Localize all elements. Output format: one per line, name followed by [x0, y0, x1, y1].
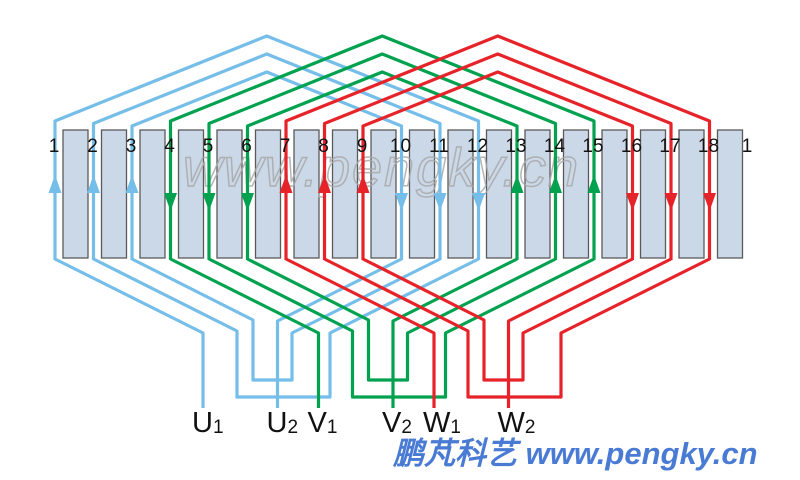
stator-tooth-bar: [524, 129, 551, 259]
stator-slot-bars: [62, 129, 744, 259]
current-arrow-down-icon: [164, 193, 177, 211]
slot-number: 3: [126, 136, 137, 157]
terminal-lead-w2: [506, 257, 634, 408]
terminal-label-u2: U2: [267, 407, 299, 439]
stator-tooth-bar: [100, 129, 128, 259]
slot-number: 7: [280, 136, 291, 157]
slot-number: 18: [698, 136, 719, 157]
coil-bottom-connection-outer: [92, 257, 480, 399]
coil-bottom-connection-outer: [208, 257, 595, 399]
slot-number: 1: [49, 136, 60, 157]
slot-number: 5: [203, 136, 214, 157]
stator-tooth-bar: [408, 129, 436, 259]
terminal-lead-v2: [391, 257, 518, 408]
stator-tooth-bar: [216, 129, 243, 259]
terminal-lead-u1: [54, 257, 205, 408]
terminal-label-v2: V2: [382, 407, 412, 439]
current-arrow-up-icon: [587, 175, 601, 193]
coil-bottom-connection-outer: [323, 257, 711, 399]
slot-number: 15: [582, 136, 603, 157]
stator-tooth-bar: [293, 129, 320, 259]
current-arrow-up-icon: [87, 175, 100, 193]
current-arrow-down-icon: [241, 193, 254, 211]
current-arrow-up-icon: [549, 175, 562, 193]
current-arrow-up-icon: [48, 175, 62, 193]
slot-number: 6: [241, 136, 252, 157]
slot-number: 10: [390, 136, 411, 157]
terminal-label-w1: W1: [423, 407, 461, 439]
phase-u-winding: [53, 34, 481, 408]
terminal-lead-v1: [169, 257, 321, 408]
stator-tooth-bar: [485, 129, 513, 259]
current-arrow-up-icon: [125, 175, 139, 193]
current-arrows: [48, 175, 716, 211]
stator-tooth-bar: [139, 129, 166, 259]
coil-top-span: [130, 70, 404, 260]
phase-w-winding: [284, 34, 712, 408]
stator-tooth-bar: [678, 129, 705, 259]
slot-number: 4: [164, 136, 175, 157]
current-arrow-up-icon: [356, 175, 370, 193]
current-arrow-up-icon: [318, 175, 331, 193]
current-arrow-down-icon: [433, 193, 447, 211]
terminal-lead-u2: [275, 257, 403, 408]
current-arrow-down-icon: [703, 193, 716, 211]
current-arrow-down-icon: [626, 193, 639, 211]
terminal-labels: U1 U2 V1 V2 W1 W2: [192, 407, 535, 439]
coil-top-span: [207, 52, 558, 260]
watermark-bottom-text: 鹏芃科艺 www.pengky.cn: [392, 436, 758, 471]
current-arrow-down-icon: [472, 193, 485, 211]
stator-tooth-bar: [716, 129, 744, 259]
coil-bottom-connection-inner: [131, 257, 441, 382]
terminal-label-w2: W2: [498, 407, 536, 439]
current-arrow-down-icon: [202, 193, 216, 211]
stator-tooth-bar: [62, 129, 89, 259]
stator-tooth-bar: [254, 129, 282, 259]
slot-number: 11: [429, 136, 449, 157]
slot-number: 16: [621, 136, 642, 157]
stator-tooth-bar: [562, 129, 590, 259]
phase-v-winding: [168, 34, 596, 408]
coil-top-span: [168, 34, 596, 260]
current-arrow-up-icon: [279, 175, 293, 193]
coil-top-span: [322, 52, 673, 260]
stator-tooth-bar: [331, 129, 359, 259]
terminal-label-v1: V1: [308, 407, 338, 439]
stator-tooth-bar: [370, 129, 397, 259]
coil-bottom-connection-inner: [246, 257, 557, 382]
terminal-lead-w1: [285, 257, 436, 408]
coil-top-span: [245, 70, 519, 260]
coil-top-span: [361, 70, 635, 260]
coil-top-span: [91, 52, 442, 260]
slot-number: 8: [318, 136, 329, 157]
slot-number: 9: [357, 136, 368, 157]
current-arrow-down-icon: [664, 193, 678, 211]
slot-number: 13: [505, 136, 526, 157]
coil-top-span: [53, 34, 481, 260]
slot-number: 17: [659, 136, 680, 157]
coil-top-span: [284, 34, 712, 260]
phase-wires: [53, 34, 712, 408]
current-arrow-up-icon: [510, 175, 524, 193]
slot-number: 2: [87, 136, 98, 157]
terminal-label-u1: U1: [192, 407, 224, 439]
coil-bottom-connection-inner: [362, 257, 672, 382]
current-arrow-down-icon: [395, 193, 408, 211]
slot-number: 14: [544, 136, 566, 157]
slot-number-wraparound: 1: [742, 136, 753, 157]
slot-number: 12: [467, 136, 488, 157]
stator-tooth-bar: [639, 129, 667, 259]
